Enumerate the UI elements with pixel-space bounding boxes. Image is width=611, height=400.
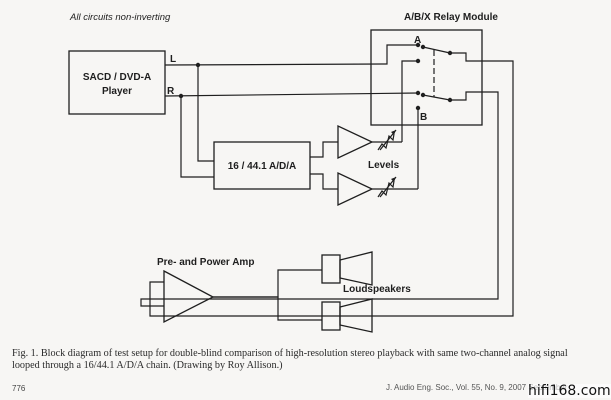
ada-converter-block: 16 / 44.1 A/D/A bbox=[213, 141, 311, 190]
loudspeakers-label: Loudspeakers bbox=[343, 284, 411, 295]
converter-box bbox=[213, 141, 311, 190]
output-left-label: L bbox=[170, 54, 176, 65]
wire-right-to-relay bbox=[164, 92, 419, 97]
wire-converter-to-buffer-bottom bbox=[310, 173, 338, 190]
page-number: 776 bbox=[12, 384, 26, 393]
figure-caption: Fig. 1. Block diagram of test setup for … bbox=[12, 348, 568, 371]
amp-label: Pre- and Power Amp bbox=[157, 257, 254, 268]
wire-right-to-converter bbox=[180, 96, 214, 178]
watermark: hifi168.com bbox=[528, 383, 611, 399]
non-inverting-note: All circuits non-inverting bbox=[69, 12, 171, 23]
buffer-amp-bottom bbox=[337, 171, 374, 207]
player-label-line1: SACD / DVD-A bbox=[83, 72, 151, 83]
player-box bbox=[68, 50, 166, 115]
output-right-label: R bbox=[167, 86, 175, 97]
amp-triangle bbox=[163, 269, 215, 324]
wire-level-top-to-relay bbox=[401, 60, 418, 142]
journal-citation: J. Audio Eng. Soc., Vol. 55, No. 9, 2007… bbox=[386, 383, 568, 392]
levels-label: Levels bbox=[368, 160, 400, 171]
sacd-dvd-player-block: SACD / DVD-A Player L R bbox=[68, 50, 176, 115]
wire-left-to-converter bbox=[197, 65, 214, 162]
abx-relay-module: A/B/X Relay Module A B bbox=[140, 12, 514, 317]
player-label-line2: Player bbox=[102, 86, 132, 97]
relay-input-b-label: B bbox=[420, 112, 427, 123]
wire-relay-right-out bbox=[140, 91, 499, 307]
relay-module-title: A/B/X Relay Module bbox=[404, 12, 498, 23]
wire-amp-to-speaker-top bbox=[213, 269, 322, 298]
wire-converter-to-buffer-top bbox=[310, 141, 338, 158]
pre-power-amp: Pre- and Power Amp bbox=[157, 257, 254, 324]
level-pot-bottom bbox=[372, 176, 418, 198]
wire-relay-left-out bbox=[149, 52, 514, 317]
loudspeaker-bottom bbox=[321, 298, 373, 333]
buffer-amp-top bbox=[337, 124, 374, 160]
wire-amp-to-speaker-bottom bbox=[213, 296, 322, 321]
signal-wires bbox=[164, 44, 419, 178]
relay-input-a-label: A bbox=[414, 35, 421, 46]
loudspeaker-top bbox=[321, 251, 373, 286]
level-pot-top bbox=[372, 129, 402, 151]
wire-left-to-relay-a bbox=[164, 44, 418, 66]
relay-module-box bbox=[370, 29, 483, 126]
converter-label: 16 / 44.1 A/D/A bbox=[228, 161, 297, 172]
